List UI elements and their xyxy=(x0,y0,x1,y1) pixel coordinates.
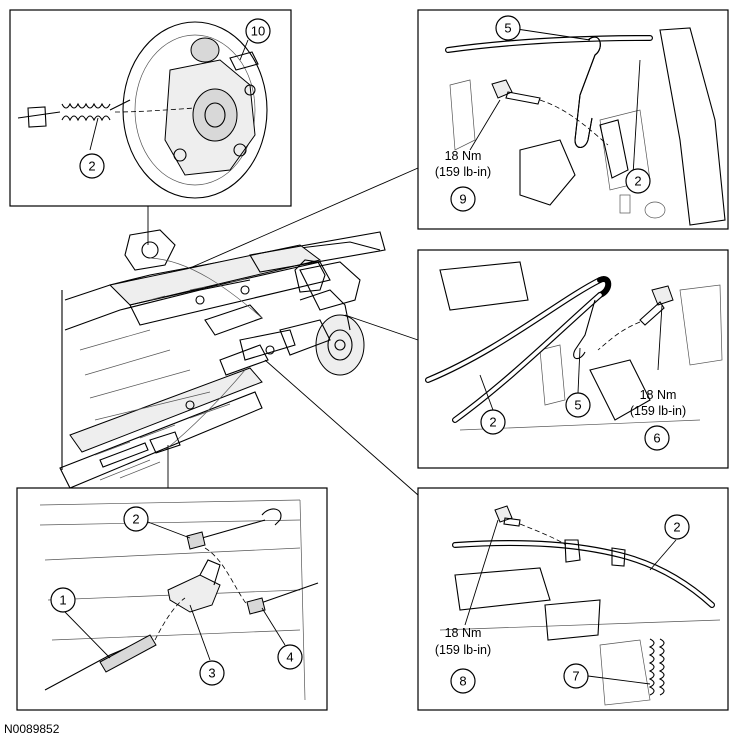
callout-2: 2 xyxy=(79,153,105,179)
svg-text:3: 3 xyxy=(208,666,215,681)
svg-text:5: 5 xyxy=(504,21,511,36)
detail-panel-1: 10 2 xyxy=(9,9,292,207)
svg-text:5: 5 xyxy=(574,398,581,413)
torque-label: 18 Nm (159 lb-in) xyxy=(435,626,491,657)
callout-9: 9 xyxy=(450,186,476,212)
svg-text:10: 10 xyxy=(251,24,265,39)
svg-text:2: 2 xyxy=(88,159,95,174)
svg-text:6: 6 xyxy=(653,431,660,446)
detail-panel-4: 2 1 3 4 xyxy=(16,487,328,711)
chassis-overview xyxy=(59,229,386,489)
panel-leaders xyxy=(147,167,419,496)
callout-8: 8 xyxy=(450,668,476,694)
svg-text:18 Nm: 18 Nm xyxy=(640,388,677,402)
svg-text:(159 lb-in): (159 lb-in) xyxy=(630,404,686,418)
torque-label: 18 Nm (159 lb-in) xyxy=(630,388,686,418)
callout-2: 2 xyxy=(625,168,651,194)
svg-text:4: 4 xyxy=(286,650,293,665)
detail-panel-5: 2 18 Nm (159 lb-in) 8 7 xyxy=(417,487,729,711)
callout-5: 5 xyxy=(495,15,521,41)
svg-text:1: 1 xyxy=(59,593,66,608)
callout-3: 3 xyxy=(199,660,225,686)
svg-text:8: 8 xyxy=(459,674,466,689)
svg-text:18 Nm: 18 Nm xyxy=(445,626,482,640)
svg-text:2: 2 xyxy=(634,174,641,189)
svg-text:9: 9 xyxy=(459,192,466,207)
callout-6: 6 xyxy=(644,425,670,451)
svg-text:2: 2 xyxy=(673,520,680,535)
detail-panel-3: 2 5 18 Nm (159 lb-in) 6 xyxy=(417,249,729,469)
callout-5: 5 xyxy=(565,392,591,418)
callout-2: 2 xyxy=(664,514,690,540)
callout-2: 2 xyxy=(123,506,149,532)
callout-7: 7 xyxy=(563,663,589,689)
svg-text:2: 2 xyxy=(132,512,139,527)
svg-text:(159 lb-in): (159 lb-in) xyxy=(435,643,491,657)
svg-text:7: 7 xyxy=(572,669,579,684)
torque-label: 18 Nm (159 lb-in) xyxy=(435,149,491,179)
document-id: N0089852 xyxy=(4,722,60,736)
callout-10: 10 xyxy=(245,18,271,44)
callout-2: 2 xyxy=(480,409,506,435)
detail-panel-2: 5 2 18 Nm (159 lb-in) 9 xyxy=(417,9,729,230)
svg-text:18 Nm: 18 Nm xyxy=(445,149,482,163)
svg-text:2: 2 xyxy=(489,415,496,430)
callout-1: 1 xyxy=(50,587,76,613)
callout-4: 4 xyxy=(277,644,303,670)
svg-text:(159 lb-in): (159 lb-in) xyxy=(435,165,491,179)
